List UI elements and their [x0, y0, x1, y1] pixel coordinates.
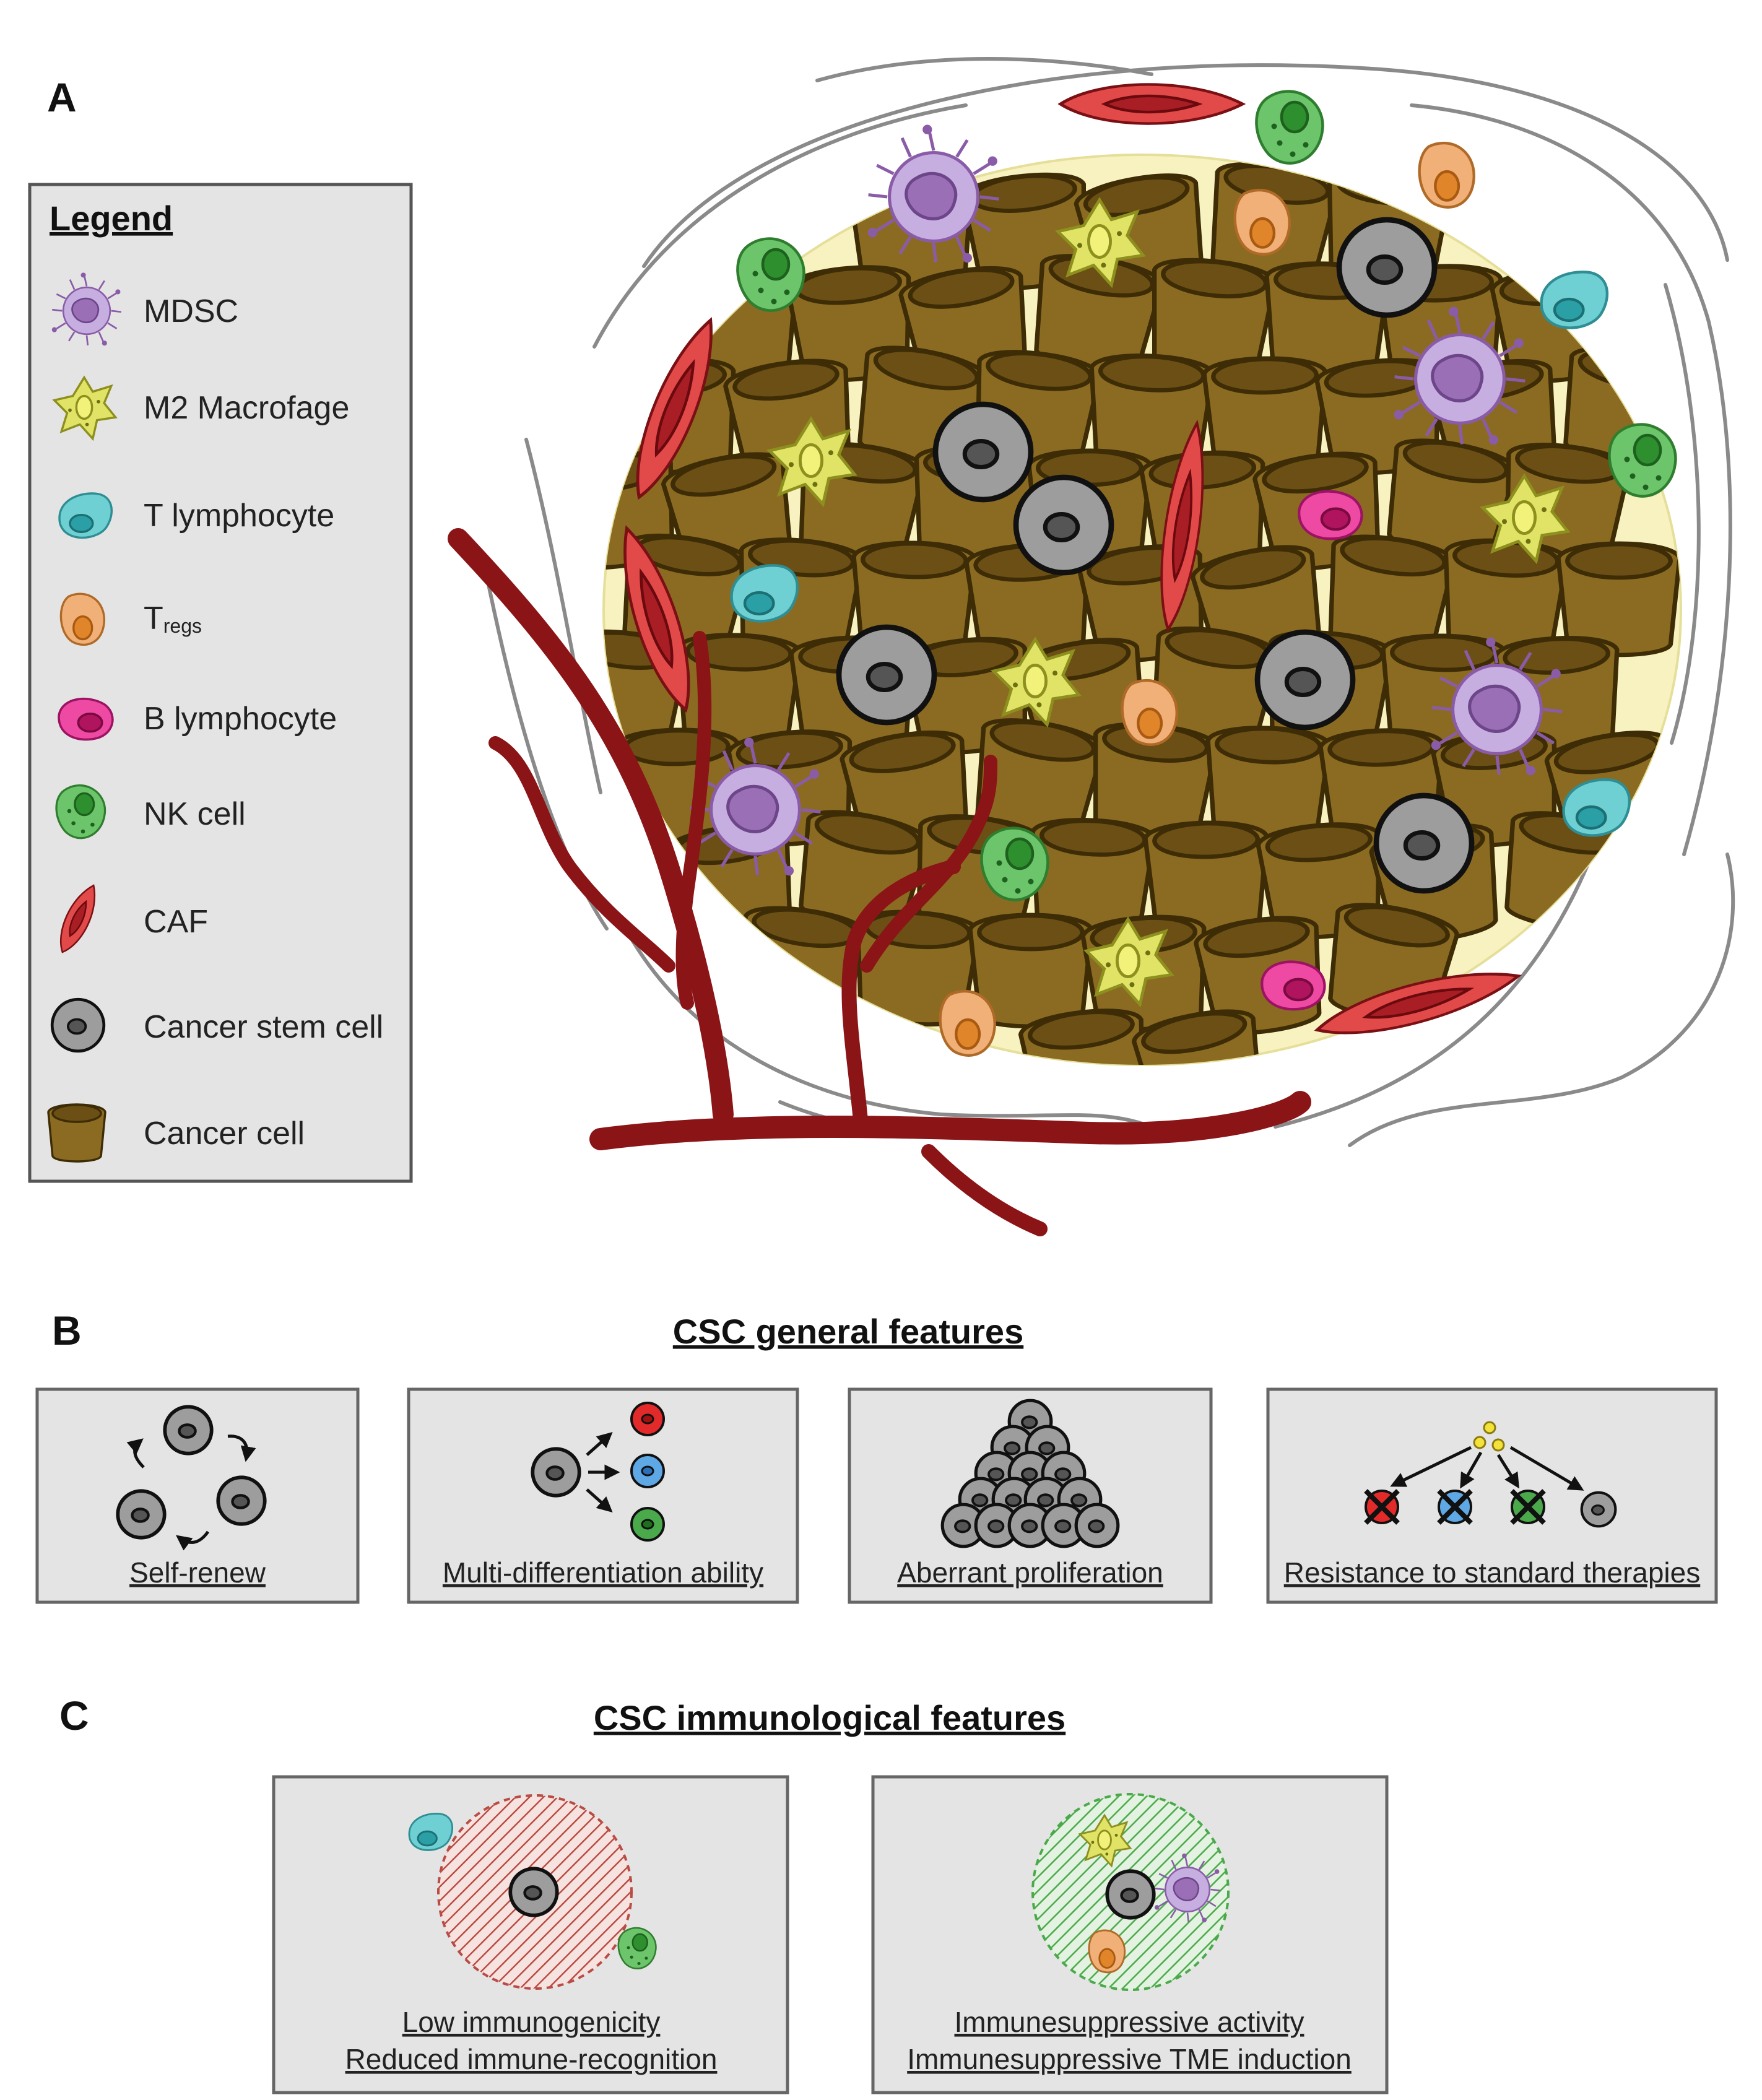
nk-cell: [1256, 92, 1322, 163]
b-lymphocyte-cell: [1299, 492, 1361, 539]
green-differentiated-cell-icon: [630, 1507, 665, 1542]
csc-icon: [1107, 1871, 1153, 1917]
nk-cell: [981, 828, 1048, 900]
b-lymphocyte-icon: [58, 697, 114, 741]
immunological-features-heading: CSC immunological features: [594, 1698, 1065, 1737]
legend-label-b: B lymphocyte: [144, 701, 337, 737]
general-features-heading: CSC general features: [673, 1312, 1023, 1351]
self-renew-box: Self-renew: [35, 1387, 360, 1604]
low-immunogenicity-label: Low immunogenicity: [402, 2006, 661, 2038]
legend: Legend MDSC M2 Macrofage T lymphocyte Tr…: [28, 183, 413, 1183]
blood-vessels: [448, 528, 1311, 1236]
killed-red-cell-icon: [1364, 1489, 1400, 1525]
resistance-box: Resistance to standard therapies: [1266, 1387, 1718, 1604]
cancer-stem-cell: [1376, 796, 1472, 891]
cycle-arrow-icon: [126, 1438, 145, 1469]
cancer-cell-cluster: [549, 158, 1694, 1137]
aberrant-proliferation-label: Aberrant proliferation: [897, 1556, 1163, 1589]
self-renew-label: Self-renew: [129, 1556, 266, 1589]
treg-cell: [1420, 143, 1474, 207]
reduced-recognition-label: Reduced immune-recognition: [345, 2043, 718, 2075]
caf-cell: [1061, 84, 1243, 123]
surviving-csc-icon: [1582, 1493, 1616, 1527]
legend-label-nk: NK cell: [144, 796, 246, 832]
multi-differentiation-box: Multi-differentiation ability: [407, 1387, 799, 1604]
immunesuppressive-activity-label: Immunesuppressive activity: [955, 2006, 1304, 2038]
cycle-arrow-icon: [227, 1434, 256, 1462]
treg-cell: [1235, 190, 1290, 254]
blue-differentiated-cell-icon: [630, 1454, 665, 1488]
nk-cell: [737, 239, 804, 311]
arrow-icon: [1390, 1446, 1472, 1487]
legend-label-mdsc: MDSC: [144, 293, 238, 329]
cancer-stem-cell: [1016, 477, 1111, 573]
tumor-illustration: [448, 57, 1735, 1236]
cancer-stem-cell: [1339, 220, 1434, 315]
csc-icon: [1076, 1504, 1118, 1547]
aberrant-proliferation-box: Aberrant proliferation: [848, 1387, 1213, 1604]
legend-label-cancer: Cancer cell: [144, 1116, 305, 1152]
legend-label-t: T lymphocyte: [144, 498, 334, 534]
nk-cell: [1609, 425, 1675, 497]
cycle-arrow-icon: [175, 1530, 210, 1551]
red-differentiated-cell-icon: [630, 1402, 665, 1436]
cancer-stem-cell-icon: [52, 999, 104, 1051]
panel-letter-b: B: [52, 1308, 82, 1353]
low-immunogenicity-box: Low immunogenicity Reduced immune-recogn…: [272, 1775, 789, 2094]
cancer-stem-cell: [1257, 632, 1353, 727]
arrow-icon: [586, 1488, 613, 1512]
legend-title: Legend: [50, 199, 173, 238]
resistance-label: Resistance to standard therapies: [1284, 1556, 1701, 1589]
csc-icon: [532, 1449, 579, 1495]
legend-label-csc: Cancer stem cell: [144, 1009, 383, 1045]
t-lymphocyte-cell: [1542, 272, 1607, 328]
killed-green-cell-icon: [1510, 1489, 1546, 1525]
legend-label-caf: CAF: [144, 904, 208, 940]
treg-cell: [940, 991, 995, 1056]
csc-icon: [118, 1491, 164, 1537]
treg-icon: [1088, 1929, 1126, 1974]
cancer-stem-cell: [935, 404, 1031, 500]
arrow-icon: [1496, 1454, 1519, 1489]
cancer-cell: [1019, 1005, 1153, 1131]
immunesuppressive-box: Immunesuppressive activity Immunesuppres…: [871, 1775, 1389, 2094]
legend-label-treg: Tregs: [144, 601, 202, 637]
csc-icon: [218, 1477, 264, 1524]
killed-blue-cell-icon: [1437, 1489, 1473, 1525]
legend-label-m2: M2 Macrofage: [144, 390, 349, 426]
cancer-stem-cell: [839, 627, 934, 722]
csc-icon: [165, 1407, 211, 1453]
csc-icon: [510, 1868, 557, 1915]
multi-differentiation-label: Multi-differentiation ability: [443, 1556, 763, 1589]
panel-letter-c: C: [59, 1693, 89, 1738]
b-lymphocyte-cell: [1262, 962, 1324, 1010]
panel-letter-a: A: [47, 74, 77, 120]
cancer-cell-icon: [47, 1103, 106, 1163]
tme-induction-label: Immunesuppressive TME induction: [907, 2043, 1352, 2075]
nk-cell-icon: [617, 1927, 657, 1970]
treg-cell: [1122, 680, 1177, 745]
nk-cell-icon: [55, 784, 106, 840]
arrow-icon: [1460, 1451, 1483, 1489]
drug-particles-icon: [1473, 1421, 1505, 1452]
arrow-icon: [586, 1432, 613, 1456]
treg-icon: [59, 592, 106, 646]
arrow-icon: [1509, 1446, 1584, 1491]
